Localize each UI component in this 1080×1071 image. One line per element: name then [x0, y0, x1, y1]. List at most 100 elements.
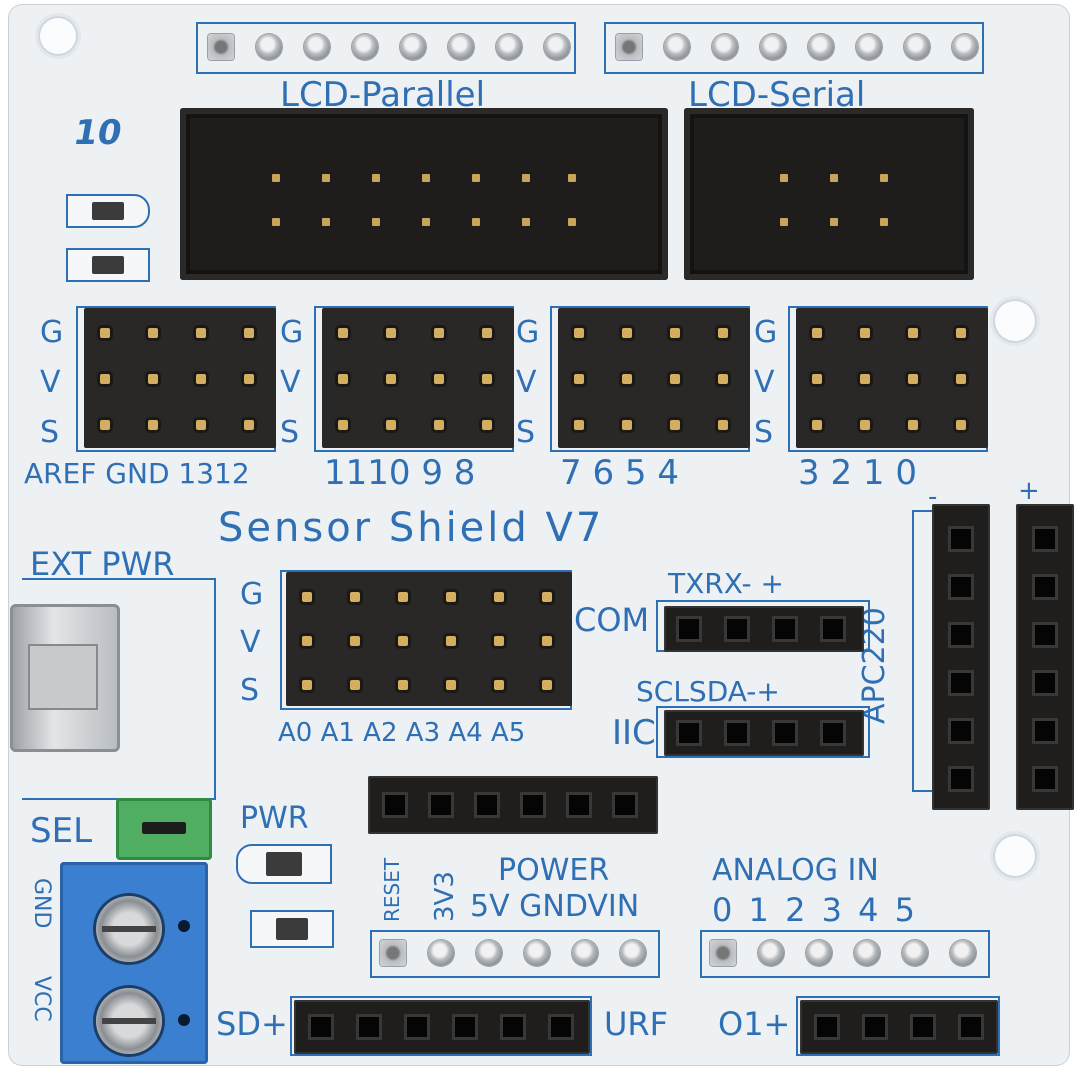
- lcd-serial-pad: [712, 34, 738, 60]
- analog-in-pad-row: [700, 930, 990, 978]
- apc220-header-right[interactable]: [1016, 504, 1074, 810]
- power-pad: [524, 940, 550, 966]
- com-header[interactable]: [664, 606, 864, 652]
- lcd-serial-pad: [616, 34, 642, 60]
- gvs-v-2: V: [280, 365, 301, 400]
- lcd-parallel-pad: [256, 34, 282, 60]
- o1-outline: [796, 996, 1000, 1056]
- iic-label: IIC: [612, 713, 656, 753]
- lcd-parallel-pad: [496, 34, 522, 60]
- lcd-serial-label: LCD-Serial: [688, 75, 866, 115]
- gvs-g-2: G: [280, 315, 304, 350]
- mounting-hole-top-left: [38, 16, 78, 56]
- sclsda-label: SCLSDA-+: [636, 675, 780, 708]
- analog-in-pad: [806, 940, 832, 966]
- bluetooth-header[interactable]: [368, 776, 658, 834]
- gvs-s-3: S: [516, 415, 536, 450]
- power-pad: [428, 940, 454, 966]
- lcd-serial-pad: [856, 34, 882, 60]
- analog-in-pad: [950, 940, 976, 966]
- gvs-s-4: S: [754, 415, 774, 450]
- digital-labels-group3: 7 6 5 4: [560, 453, 679, 493]
- txrx-label: TXRX- +: [668, 567, 784, 600]
- sd-header[interactable]: [294, 1000, 590, 1054]
- gvs-s-1: S: [40, 415, 60, 450]
- analog-header[interactable]: [286, 572, 572, 706]
- power-pad: [572, 940, 598, 966]
- apc-minus-label: -: [928, 482, 938, 512]
- analog-gvs-v: V: [240, 625, 261, 660]
- pwr-led: [236, 844, 332, 884]
- smd-led: [66, 194, 150, 228]
- lcd-parallel-label: LCD-Parallel: [280, 75, 486, 115]
- v33-label: 3V3: [430, 871, 460, 922]
- sel-jumper[interactable]: [116, 798, 212, 860]
- power-pad: [620, 940, 646, 966]
- sd-label: SD+: [216, 1005, 288, 1043]
- digital-header-d7-d4[interactable]: [558, 308, 750, 448]
- micro-usb-port[interactable]: [10, 604, 120, 752]
- iic-outline: [656, 706, 870, 758]
- gvs-s-2: S: [280, 415, 300, 450]
- lcd-serial-connector: [684, 108, 974, 280]
- screw-icon: [96, 896, 162, 962]
- sel-label: SEL: [30, 811, 93, 851]
- digital-labels-group2: 1110 9 8: [324, 453, 476, 493]
- sd-outline: [290, 996, 592, 1056]
- analog-in-pad: [758, 940, 784, 966]
- digital-header-d3-d0[interactable]: [796, 308, 988, 448]
- power-pin-labels: 5V GNDVIN: [470, 889, 640, 924]
- o1-label: O1+: [718, 1005, 791, 1043]
- mounting-hole-right-low: [993, 834, 1037, 878]
- lcd-parallel-pad: [208, 34, 234, 60]
- reset-label: RESET: [380, 857, 404, 922]
- mounting-hole-right-mid: [993, 299, 1037, 343]
- lcd-parallel-pad: [448, 34, 474, 60]
- urf-label: URF: [604, 1005, 669, 1043]
- ext-pwr-label: EXT PWR: [30, 545, 175, 583]
- apc220-header-left[interactable]: [932, 504, 990, 810]
- sensor-shield-board: LCD-Parallel LCD-Serial 10: [8, 4, 1074, 1066]
- lcd-serial-pad: [952, 34, 978, 60]
- gvs-g-1: G: [40, 315, 64, 350]
- com-label: COM: [574, 601, 650, 639]
- digital-header-d11-d8[interactable]: [322, 308, 514, 448]
- analog-in-pad: [902, 940, 928, 966]
- screw-terminal[interactable]: [60, 862, 208, 1064]
- lcd-serial-pad-row: [604, 22, 984, 74]
- lcd-parallel-pad: [352, 34, 378, 60]
- o1-header[interactable]: [800, 1000, 998, 1054]
- gvs-g-3: G: [516, 315, 540, 350]
- version-mark: 10: [70, 113, 125, 153]
- lcd-parallel-pad: [400, 34, 426, 60]
- analog-pin-labels: A0 A1 A2 A3 A4 A5: [278, 718, 526, 748]
- digital-header-d13-aref[interactable]: [84, 308, 276, 448]
- power-pad-row: [370, 930, 660, 978]
- pwr-label: PWR: [240, 801, 309, 836]
- pwr-resistor: [250, 910, 334, 948]
- gnd-label: GND: [29, 878, 54, 929]
- gvs-v-1: V: [40, 365, 61, 400]
- analog-in-label: ANALOG IN: [712, 853, 879, 888]
- lcd-parallel-pad: [544, 34, 570, 60]
- analog-gvs-g: G: [240, 577, 264, 612]
- lcd-serial-pad: [664, 34, 690, 60]
- digital-labels-group4: 3 2 1 0: [798, 453, 917, 493]
- digital-labels-group1: AREF GND 1312: [24, 457, 250, 490]
- gvs-g-4: G: [754, 315, 778, 350]
- power-label: POWER: [498, 853, 610, 888]
- lcd-serial-pad: [904, 34, 930, 60]
- apc-plus-label: +: [1018, 476, 1040, 506]
- analog-in-numbers: 0 1 2 3 4 5: [712, 891, 916, 929]
- power-pad: [476, 940, 502, 966]
- vcc-label: VCC: [29, 976, 54, 1022]
- power-pad: [380, 940, 406, 966]
- analog-gvs-s: S: [240, 673, 260, 708]
- screw-icon: [96, 988, 162, 1054]
- lcd-serial-pad: [808, 34, 834, 60]
- iic-header[interactable]: [664, 710, 864, 756]
- lcd-serial-pad: [760, 34, 786, 60]
- analog-in-pad: [710, 940, 736, 966]
- lcd-parallel-connector: [180, 108, 668, 280]
- gvs-v-3: V: [516, 365, 537, 400]
